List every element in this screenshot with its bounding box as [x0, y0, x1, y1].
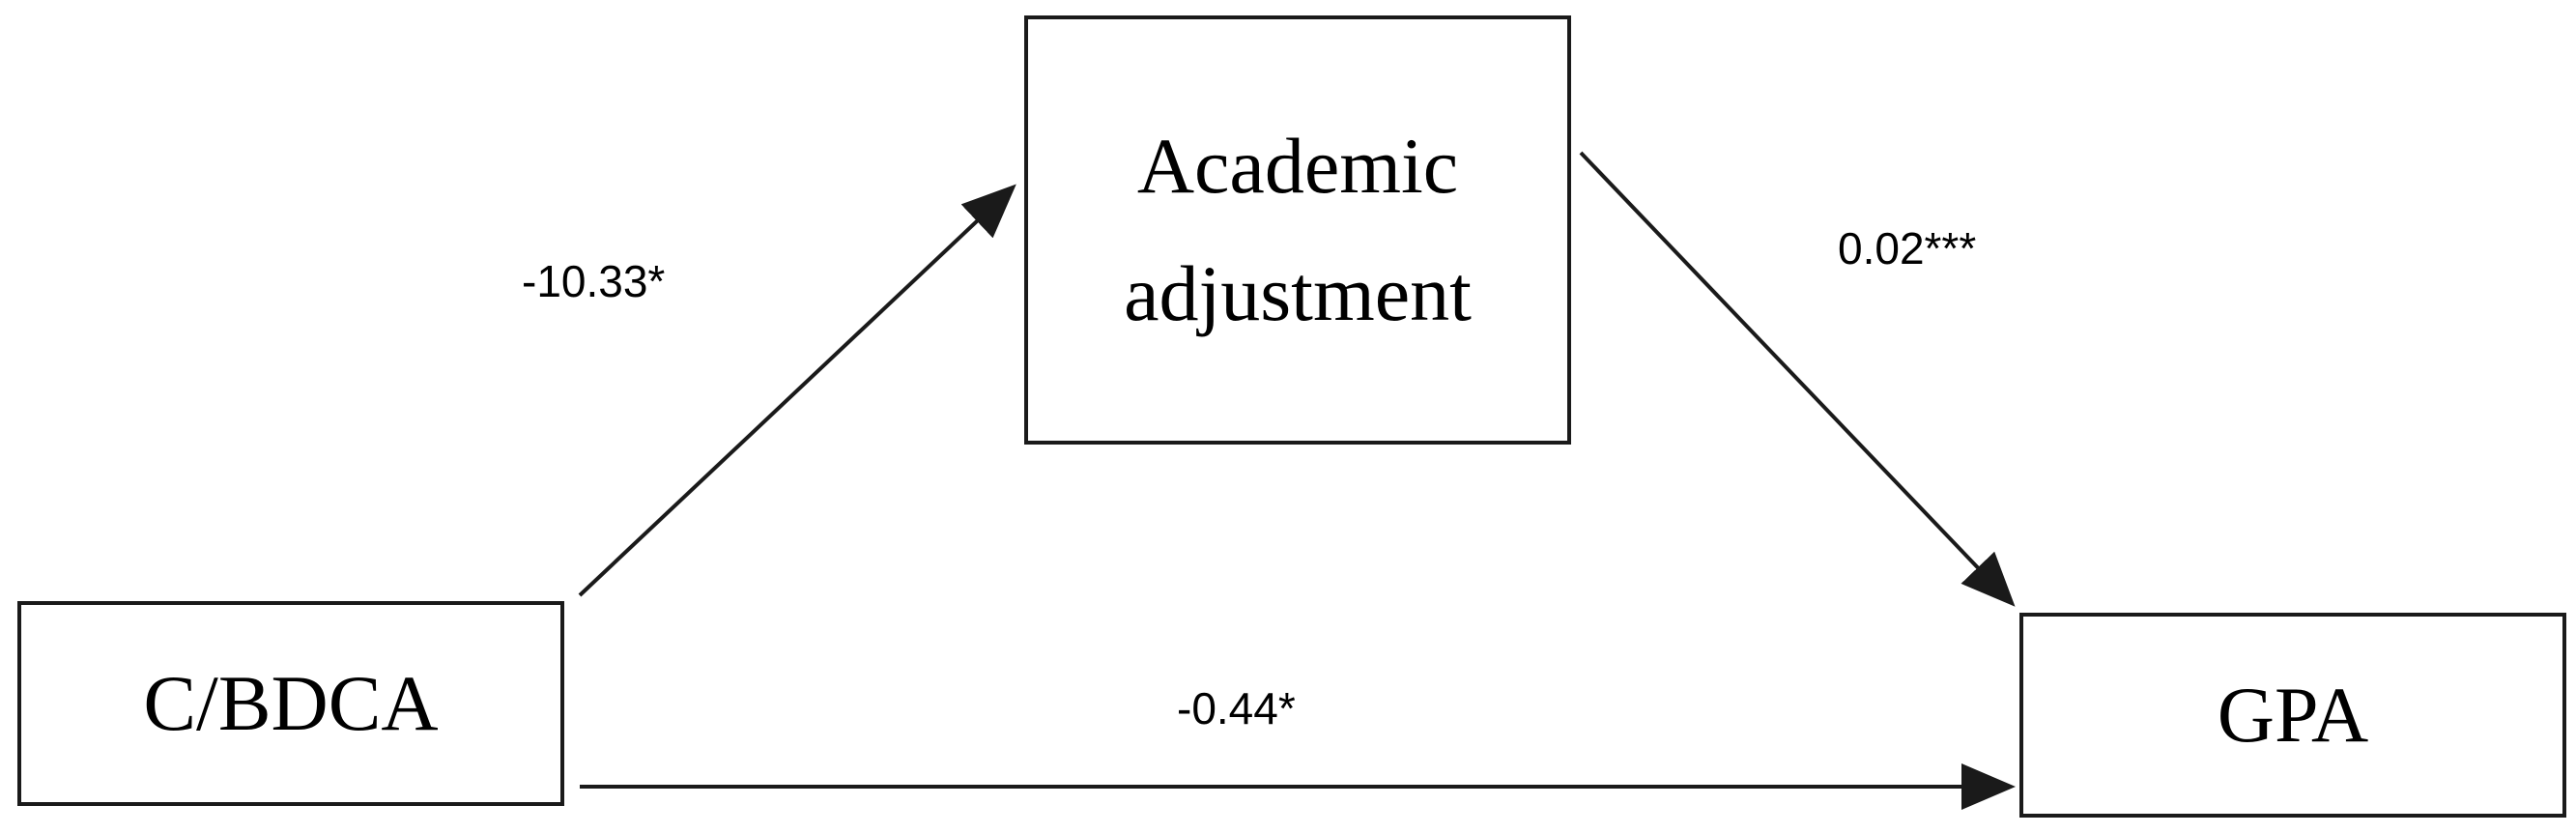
predictor-label: C/BDCA	[143, 659, 439, 747]
coefficient-mediator-to-outcome: 0.02***	[1838, 223, 1977, 273]
coefficient-predictor-to-mediator: -10.33*	[522, 256, 666, 306]
coefficient-predictor-to-outcome: -0.44*	[1177, 683, 1296, 733]
outcome-node: GPA	[2019, 613, 2566, 818]
mediator-label: Academic adjustment	[1124, 122, 1472, 337]
outcome-label: GPA	[2217, 671, 2369, 759]
predictor-node: C/BDCA	[17, 601, 564, 806]
arrow-mediator-to-outcome	[1579, 151, 2016, 607]
arrow-predictor-to-mediator	[578, 184, 1016, 597]
mediator-node: Academic adjustment	[1024, 15, 1571, 445]
